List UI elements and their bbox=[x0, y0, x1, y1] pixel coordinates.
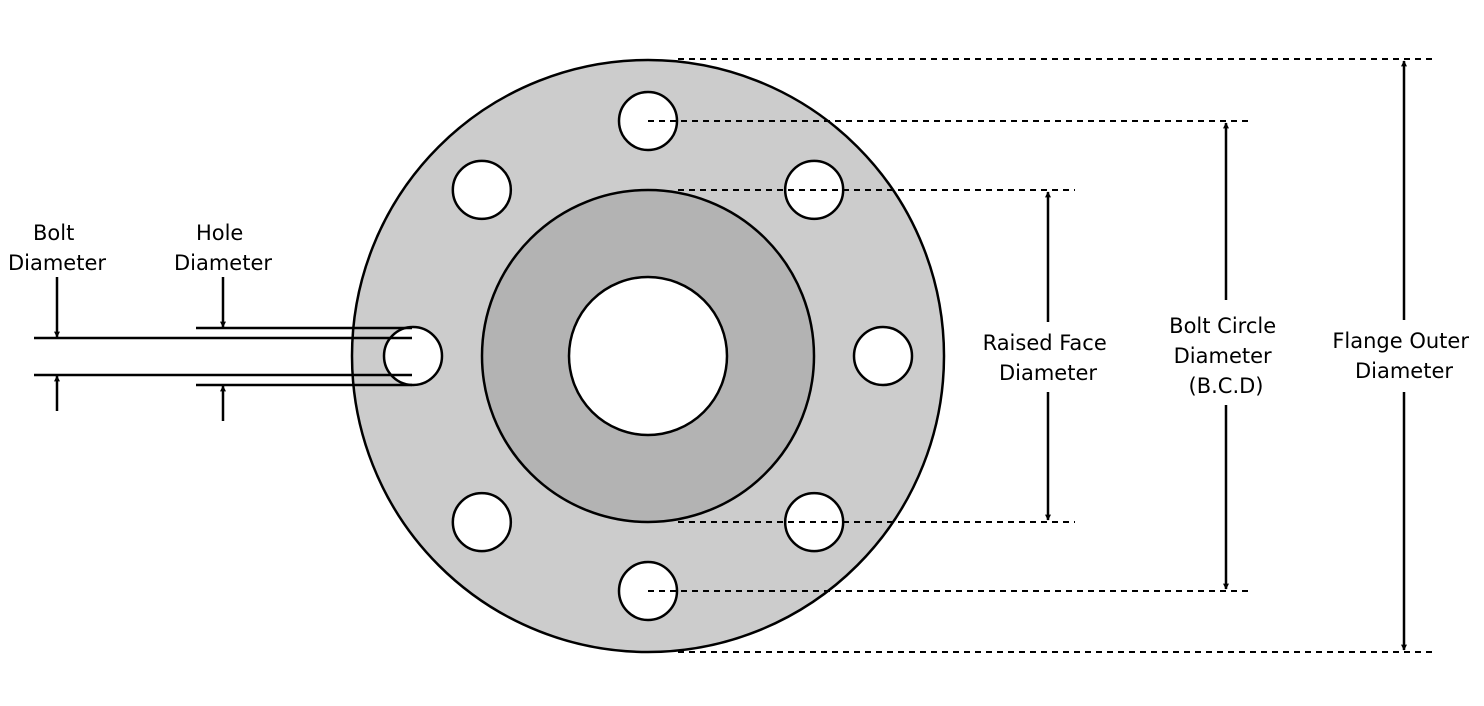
bolt-hole bbox=[451, 491, 513, 553]
raised-face-diameter-label: Raised Face Diameter bbox=[983, 331, 1114, 385]
bolt-hole bbox=[852, 325, 914, 387]
bolt-hole bbox=[451, 159, 513, 221]
flange-outer-diameter-label: Flange Outer Diameter bbox=[1332, 329, 1475, 383]
bolt-hole bbox=[382, 325, 444, 387]
hole-diameter-label: Hole Diameter bbox=[174, 221, 272, 275]
bolt-circle-diameter-label: Bolt Circle Diameter (B.C.D) bbox=[1169, 314, 1283, 398]
bore bbox=[567, 275, 729, 437]
bolt-diameter-label: Bolt Diameter bbox=[8, 221, 106, 275]
